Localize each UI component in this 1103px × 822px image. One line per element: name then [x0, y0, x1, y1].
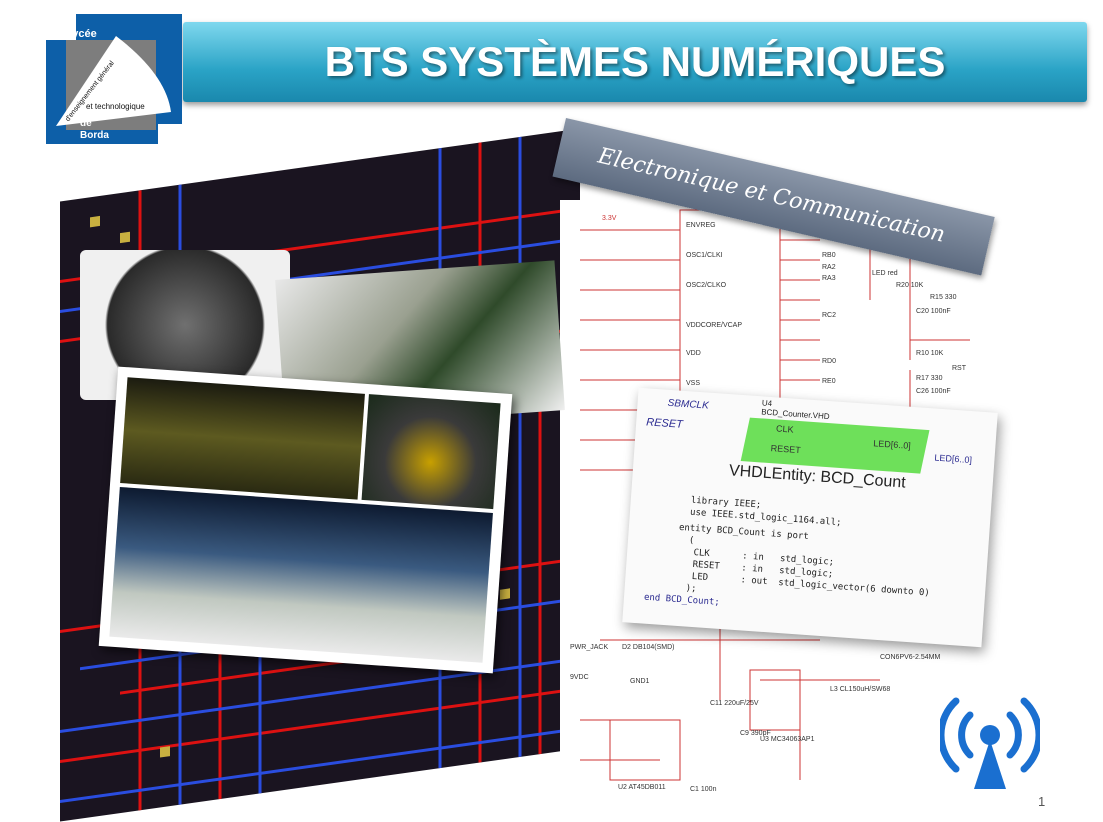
schematic-label: R10 10K	[916, 350, 944, 357]
port-reset: RESET	[770, 443, 802, 456]
schematic-label: R17 330	[916, 375, 943, 382]
chip-closeup	[361, 394, 501, 510]
schematic-label: RC2	[822, 312, 837, 319]
schematic-label: VSS	[686, 380, 701, 387]
schematic-label: ENVREG	[686, 222, 716, 229]
code-line: end BCD_Count;	[643, 592, 721, 608]
schematic-label: RST	[952, 365, 966, 372]
schematic-label: GND1	[630, 678, 650, 685]
page-title: BTS SYSTÈMES NUMÉRIQUES	[324, 38, 946, 85]
logo-text: de	[80, 118, 92, 129]
code-line: entity BCD_Count is port	[678, 522, 810, 542]
led-net: LED[6..0]	[934, 452, 973, 466]
code-line: );	[674, 582, 697, 595]
schematic-label: VDD	[686, 350, 701, 357]
schematic-label: RB0	[822, 252, 836, 259]
schematic-label: C1 100n	[690, 786, 717, 793]
pcb-top-view	[120, 377, 365, 500]
schematic-label: LED red	[872, 270, 898, 277]
schematic-label: PWR_JACK	[570, 644, 609, 651]
logo-sail	[56, 36, 171, 126]
schematic-label: L3 CL150uH/SW68	[830, 686, 891, 693]
wireless-antenna-icon	[937, 685, 1043, 795]
logo-text: Borda	[80, 130, 109, 141]
schematic-label: RD0	[822, 358, 837, 365]
signal-reset: RESET	[645, 416, 684, 431]
schematic-label: C20 100nF	[916, 308, 951, 315]
schematic-label: U3 MC34063AP1	[760, 736, 815, 743]
schematic-label: C11 220uF/25V	[710, 700, 759, 707]
schematic-label: OSC2/CLKO	[686, 282, 727, 289]
logo-text: et technologique	[86, 102, 145, 111]
schematic-label: RA3	[822, 275, 836, 282]
schematic-label: OSC1/CLKI	[686, 252, 723, 259]
schematic-label: RA2	[822, 264, 836, 271]
vhdl-entity-card: SBMCLK RESET U4 BCD_Counter.VHD CLK RESE…	[622, 387, 998, 648]
schematic-label: CON6PV6-2.54MM	[880, 654, 941, 661]
schematic-label: VDDCORE/VCAP	[686, 322, 743, 329]
schematic-label: C26 100nF	[916, 388, 951, 395]
pcb-3d-components	[109, 486, 493, 663]
pcb-3d-render-photo	[98, 366, 513, 674]
schematic-label: 9VDC	[570, 674, 589, 681]
title-banner: BTS SYSTÈMES NUMÉRIQUES	[183, 22, 1087, 102]
schematic-label: RE0	[822, 378, 836, 385]
schematic-label: U2 AT45DB011	[618, 784, 666, 791]
signal-clk: SBMCLK	[667, 397, 710, 412]
schematic-label: R15 330	[930, 294, 957, 301]
schematic-label: 3.3V	[602, 215, 617, 222]
logo-text: Lycée	[66, 28, 97, 40]
port-clk: CLK	[775, 423, 794, 435]
schematic-label: D2 DB104(SMD)	[622, 644, 675, 651]
schematic-label: C9 390pF	[740, 730, 771, 737]
school-logo: Lycée d'enseignement général et technolo…	[46, 14, 182, 144]
code-line: (	[677, 534, 695, 546]
schematic-label: R20 10K	[896, 282, 924, 289]
page-number: 1	[1038, 794, 1046, 809]
